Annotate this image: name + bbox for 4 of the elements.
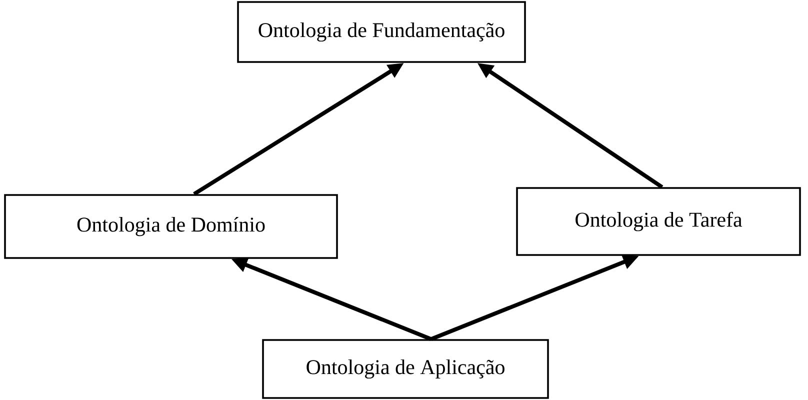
ontology-box: Ontologia de Aplicação	[262, 339, 549, 399]
ontology-box: Ontologia de Tarefa	[516, 187, 801, 256]
ontology-box: Ontologia de Fundamentação	[237, 1, 526, 63]
ontology-box: Ontologia de Domínio	[4, 194, 338, 259]
